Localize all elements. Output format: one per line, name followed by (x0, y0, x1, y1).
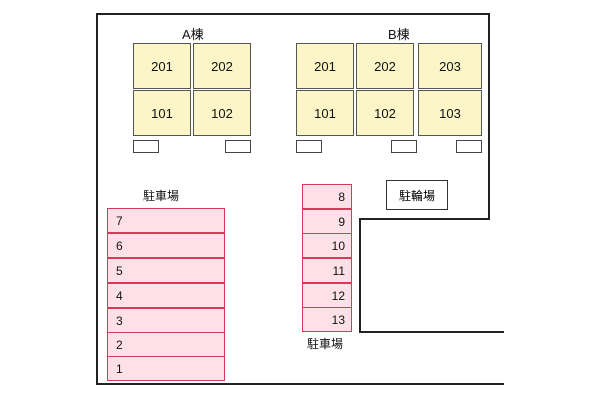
unit-a-102: 102 (193, 90, 251, 136)
parking-stall: 5 (107, 258, 225, 283)
building-b-step (296, 140, 322, 153)
building-a-label: A棟 (182, 27, 204, 42)
building-b-step (391, 140, 417, 153)
building-b-label: B棟 (388, 27, 410, 42)
unit-b-102: 102 (356, 90, 414, 136)
unit-b-202: 202 (356, 43, 414, 89)
unit-b-101: 101 (296, 90, 354, 136)
bicycle-parking: 駐輪場 (386, 180, 448, 210)
bicycle-parking-label: 駐輪場 (398, 188, 435, 203)
parking-stall: 7 (107, 208, 225, 233)
parking-left-label: 駐車場 (143, 189, 180, 203)
parking-stall: 3 (107, 308, 225, 333)
parking-stall: 1 (107, 356, 225, 381)
unit-a-202: 202 (193, 43, 251, 89)
parking-stall: 11 (302, 258, 352, 283)
building-a-step (133, 140, 159, 153)
parking-stall: 9 (302, 209, 352, 234)
parking-stall: 12 (302, 283, 352, 308)
unit-a-101: 101 (133, 90, 191, 136)
parking-stall: 10 (302, 233, 352, 258)
unit-b-103: 103 (418, 90, 482, 136)
parking-stall: 13 (302, 307, 352, 332)
parking-stall: 8 (302, 184, 352, 209)
unit-b-203: 203 (418, 43, 482, 89)
building-a-step (225, 140, 251, 153)
building-b-step (456, 140, 482, 153)
parking-right-label: 駐車場 (307, 337, 344, 351)
unit-b-201: 201 (296, 43, 354, 89)
parking-stall: 4 (107, 283, 225, 308)
parking-stall: 2 (107, 332, 225, 357)
unit-a-201: 201 (133, 43, 191, 89)
parking-stall: 6 (107, 233, 225, 258)
